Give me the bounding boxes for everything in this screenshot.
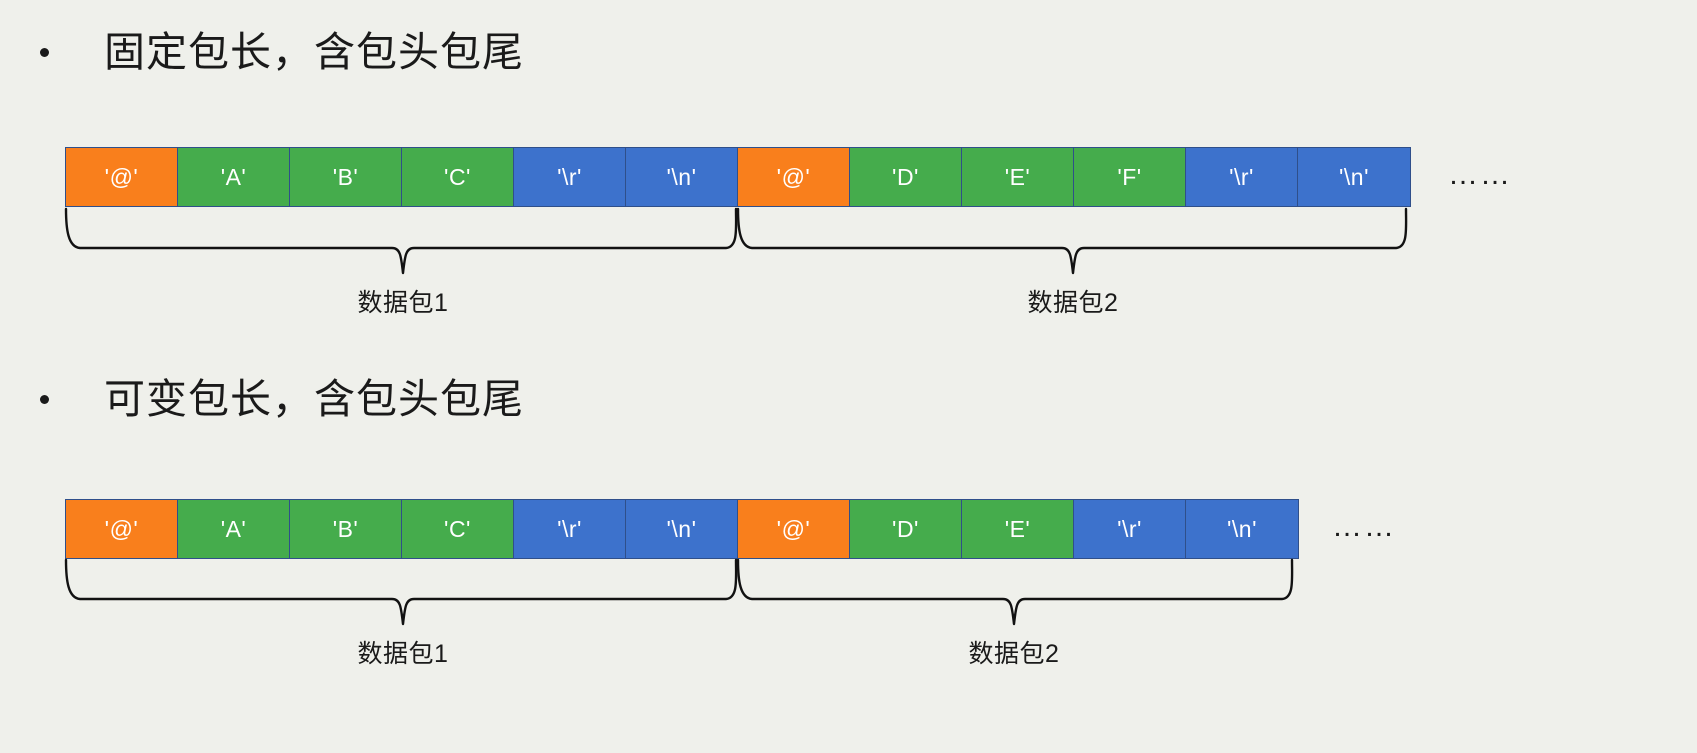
packet-cell: '\r' (514, 500, 626, 558)
brace-packet-1 (64, 558, 738, 626)
bullet-variable-length-label: 可变包长，含包头包尾 (104, 376, 524, 422)
packet-cell: 'B' (290, 500, 402, 558)
packet-group-label: 数据包1 (357, 640, 449, 668)
packet-brace-group-variable-length (64, 558, 1294, 626)
packet-cell: '\n' (1186, 500, 1298, 558)
bullet-variable-length: 可变包长，含包头包尾 (40, 376, 524, 422)
packet-brace-group-fixed-length (64, 207, 1408, 275)
packet-cell: 'D' (850, 148, 962, 206)
packet-cell: '@' (66, 148, 178, 206)
brace-packet-2 (736, 558, 1294, 626)
bullet-fixed-length: 固定包长，含包头包尾 (40, 29, 524, 75)
packet-cell: '\r' (1186, 148, 1298, 206)
packet-cell: 'E' (962, 500, 1074, 558)
brace-packet-2 (736, 207, 1408, 275)
packet-cell: 'A' (178, 148, 290, 206)
packet-cell: 'C' (402, 148, 514, 206)
packet-group-label: 数据包1 (357, 289, 449, 317)
packet-cell: '\n' (626, 148, 738, 206)
packet-cell: 'B' (290, 148, 402, 206)
packet-cell: 'A' (178, 500, 290, 558)
packet-cell: '@' (66, 500, 178, 558)
bullet-dot-icon (40, 48, 49, 58)
packet-cell: 'C' (402, 500, 514, 558)
packet-group-label: 数据包2 (1027, 289, 1119, 317)
packet-cell: '\r' (1074, 500, 1186, 558)
continuation-ellipsis: …… (1332, 510, 1396, 543)
bullet-dot-icon (40, 395, 49, 405)
packet-strip-variable-length: '@' 'A' 'B' 'C' '\r' '\n' '@' 'D' 'E' '\… (65, 499, 1299, 559)
packet-cell: 'D' (850, 500, 962, 558)
continuation-ellipsis: …… (1448, 158, 1512, 191)
packet-cell: '\n' (1298, 148, 1410, 206)
packet-cell: 'E' (962, 148, 1074, 206)
packet-group-label: 数据包2 (968, 640, 1060, 668)
packet-cell: '@' (738, 148, 850, 206)
packet-strip-fixed-length: '@' 'A' 'B' 'C' '\r' '\n' '@' 'D' 'E' 'F… (65, 147, 1411, 207)
packet-cell: '\n' (626, 500, 738, 558)
bullet-fixed-length-label: 固定包长，含包头包尾 (104, 29, 524, 75)
packet-cell: 'F' (1074, 148, 1186, 206)
packet-cell: '\r' (514, 148, 626, 206)
packet-cell: '@' (738, 500, 850, 558)
brace-packet-1 (64, 207, 738, 275)
